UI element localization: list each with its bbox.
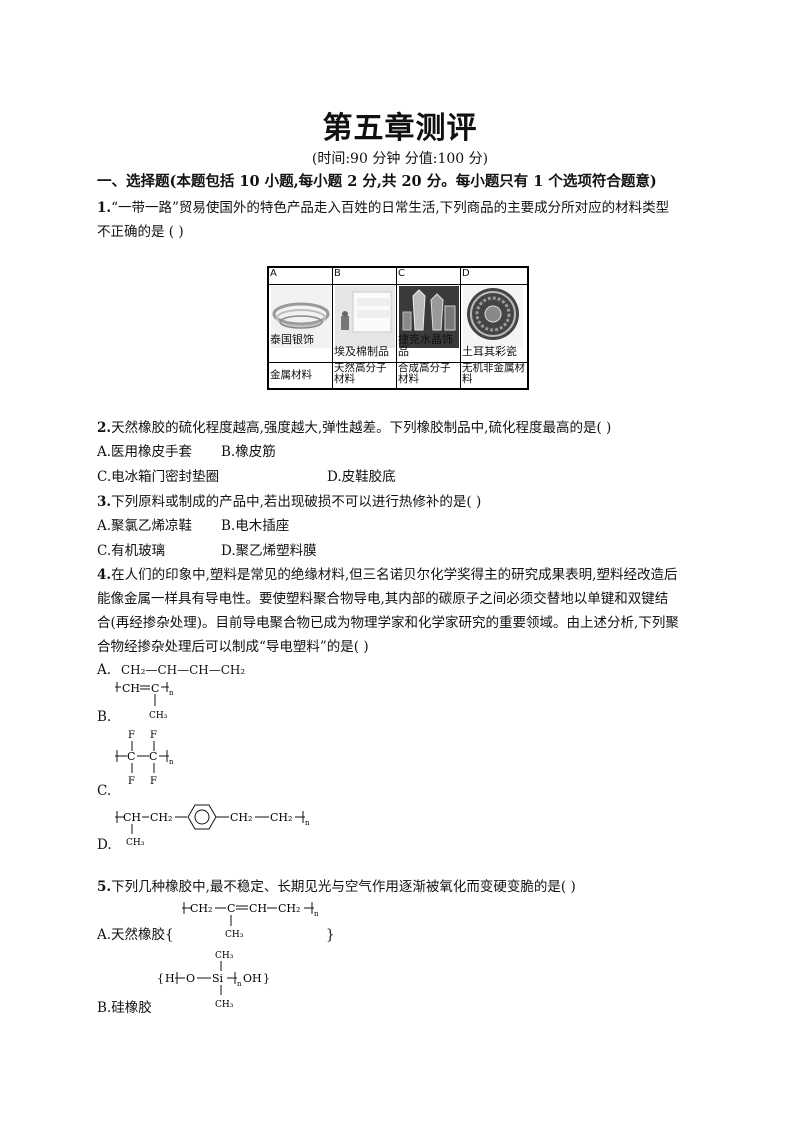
table-column-d: D 土耳其彩瓷 无机非金属材料 [461,268,527,388]
question-3-option-d: D.聚乙烯塑料膜 [221,543,317,559]
chem-label-c: C [127,750,135,763]
question-2-option-d: D.皮鞋胶底 [327,469,396,485]
chem-label-f: F [128,730,135,741]
question-4-number: 4. [97,567,112,583]
svg-text:}: } [263,972,270,985]
question-4-line-1: 4.在人们的印象中,塑料是常见的绝缘材料,但三名诺贝尔化学奖得主的研究成果表明,… [97,565,677,585]
product-name-c: 捷克水晶饰品 [398,333,453,358]
chem-label-f: F [128,776,135,787]
question-2-text: 天然橡胶的硫化程度越高,强度越大,弹性越差。下列橡胶制品中,硫化程度最高的是( … [111,420,612,436]
svg-text:{: { [157,972,164,985]
question-5-text: 下列几种橡胶中,最不稳定、长期见光与空气作用逐渐被氧化而变硬变脆的是( ) [111,879,576,895]
chem-label-ch2: CH₂ [150,811,172,824]
table-header-d: D [462,268,470,279]
chem-label-ch: CH [249,902,267,915]
question-5-option-b-label: B.硅橡胶 [97,1000,152,1016]
chem-label-o: O [186,972,195,985]
chem-label-ch2: CH₂ [190,902,212,915]
question-1-text: “一带一路”贸易使国外的特色产品走入百姓的日常生活,下列商品的主要成分所对应的材… [111,200,670,216]
table-column-a: A 泰国银饰 金属材料 [269,268,333,388]
crystal-jewelry-image [399,286,459,348]
table-header-b: B [334,268,341,279]
question-5-option-a-structure: CH₂ C CH CH₂ n CH₃ [182,902,319,940]
question-4-option-c-label: C. [97,783,112,799]
chem-label-f: F [150,730,157,741]
table-header-c: C [398,268,405,279]
question-5-number: 5. [97,879,112,895]
chem-label-ch3: CH₃ [149,711,168,721]
page-subtitle: (时间:90 分钟 分值:100 分) [311,151,489,167]
question-3-text: 下列原料或制成的产品中,若出现破损不可以进行热修补的是( ) [111,494,482,510]
cotton-products-image [335,286,395,348]
product-name-d: 土耳其彩瓷 [462,345,517,358]
question-4-option-b-structure: CH C n CH₃ [115,682,174,721]
page-title: 第五章测评 [322,111,478,146]
chem-label-n: n [169,758,174,766]
section-heading: 一、选择题(本题包括 10 小题,每小题 2 分,共 20 分。每小题只有 1 … [97,173,657,190]
chem-label-ch2: CH₂ [278,902,300,915]
table-header-a: A [270,268,277,279]
table-column-c: C 捷克水晶饰品 合成高分子材料 [397,268,461,388]
chem-label-ch2: CH₂ [270,811,292,824]
chem-label-ch2: CH₂ [230,811,252,824]
question-4-option-d-label: D. [97,837,112,853]
chem-label-ch3: CH₃ [126,838,145,848]
chem-label-ch3: CH₃ [215,1000,234,1010]
question-3-option-a: A.聚氯乙烯凉鞋 [97,518,193,534]
chem-label-n: n [237,980,242,988]
question-4-option-d-structure: CH CH₂ CH₂ CH₂ n CH₃ [115,804,310,848]
chem-label-oh: OH [243,972,262,985]
question-1-line-1: 1.“一带一路”贸易使国外的特色产品走入百姓的日常生活,下列商品的主要成分所对应… [97,198,669,218]
chem-label-ch: CH [123,811,141,824]
chem-label-ch: CH [122,682,140,695]
question-3-option-b: B.电木插座 [221,518,290,534]
question-4-option-a-label: A. [97,662,112,678]
product-name-b: 埃及棉制品 [334,345,389,358]
ceramic-plate-image [463,286,523,348]
question-4-option-c-structure: F F C C n F F [115,730,174,787]
question-4-option-a-formula: CH₂—CH—CH—CH₂ [121,663,246,677]
question-3-stem: 3.下列原料或制成的产品中,若出现破损不可以进行热修补的是( ) [97,492,481,512]
chem-label-c: C [149,750,157,763]
chem-label-h: H [165,972,175,985]
question-2-option-a: A.医用橡皮手套 [97,444,193,460]
silver-jewelry-image [271,286,331,348]
question-4-text: 在人们的印象中,塑料是常见的绝缘材料,但三名诺贝尔化学奖得主的研究成果表明,塑料… [111,567,678,583]
chem-label-ch3: CH₃ [215,951,234,961]
material-type-c: 合成高分子材料 [398,362,451,385]
question-3-number: 3. [97,494,112,510]
table-column-b: B 埃及棉制品 天然高分子材料 [333,268,397,388]
question-3-option-c: C.有机玻璃 [97,543,166,559]
chem-label-ch3: CH₃ [225,930,244,940]
question-1-line-2: 不正确的是 ( ) [97,224,184,240]
question-2-stem: 2.天然橡胶的硫化程度越高,强度越大,弹性越差。下列橡胶制品中,硫化程度最高的是… [97,418,611,438]
question-4-line-4: 合物经掺杂处理后可以制成“导电塑料”的是( ) [97,639,369,655]
chem-label-n: n [305,819,310,827]
question-5-option-a-label: A.天然橡胶{ [97,927,174,943]
material-type-d: 无机非金属材料 [462,362,525,385]
question-2-option-b: B.橡皮筋 [221,444,276,460]
chem-label-n: n [314,910,319,918]
chem-label-si: Si [212,972,224,985]
product-name-a: 泰国银饰 [270,333,314,346]
question-5-stem: 5.下列几种橡胶中,最不稳定、长期见光与空气作用逐渐被氧化而变硬变脆的是( ) [97,877,576,897]
question-5-option-a-close: } [326,927,335,943]
question-5-option-b-structure: CH₃ { H O Si n OH } CH₃ [157,951,270,1010]
question-4-line-3: 合(再经掺杂处理)。目前导电聚合物已成为物理学家和化学家研究的重要领域。由上述分… [97,615,679,631]
question-4-line-2: 能像金属一样具有导电性。要使塑料聚合物导电,其内部的碳原子之间必须交替地以单键和… [97,591,669,607]
question-1-number: 1. [97,200,112,216]
chem-label-c: C [227,902,235,915]
material-type-b: 天然高分子材料 [334,362,387,385]
chem-label-c: C [151,682,159,695]
question-4-option-b-label: B. [97,709,112,725]
chem-label-n: n [169,689,174,697]
chem-label-f: F [150,776,157,787]
question-2-number: 2. [97,420,112,436]
question-2-option-c: C.电冰箱门密封垫圈 [97,469,220,485]
material-type-a: 金属材料 [270,369,312,381]
materials-table: A 泰国银饰 金属材料 B 埃及棉制品 [267,266,529,390]
